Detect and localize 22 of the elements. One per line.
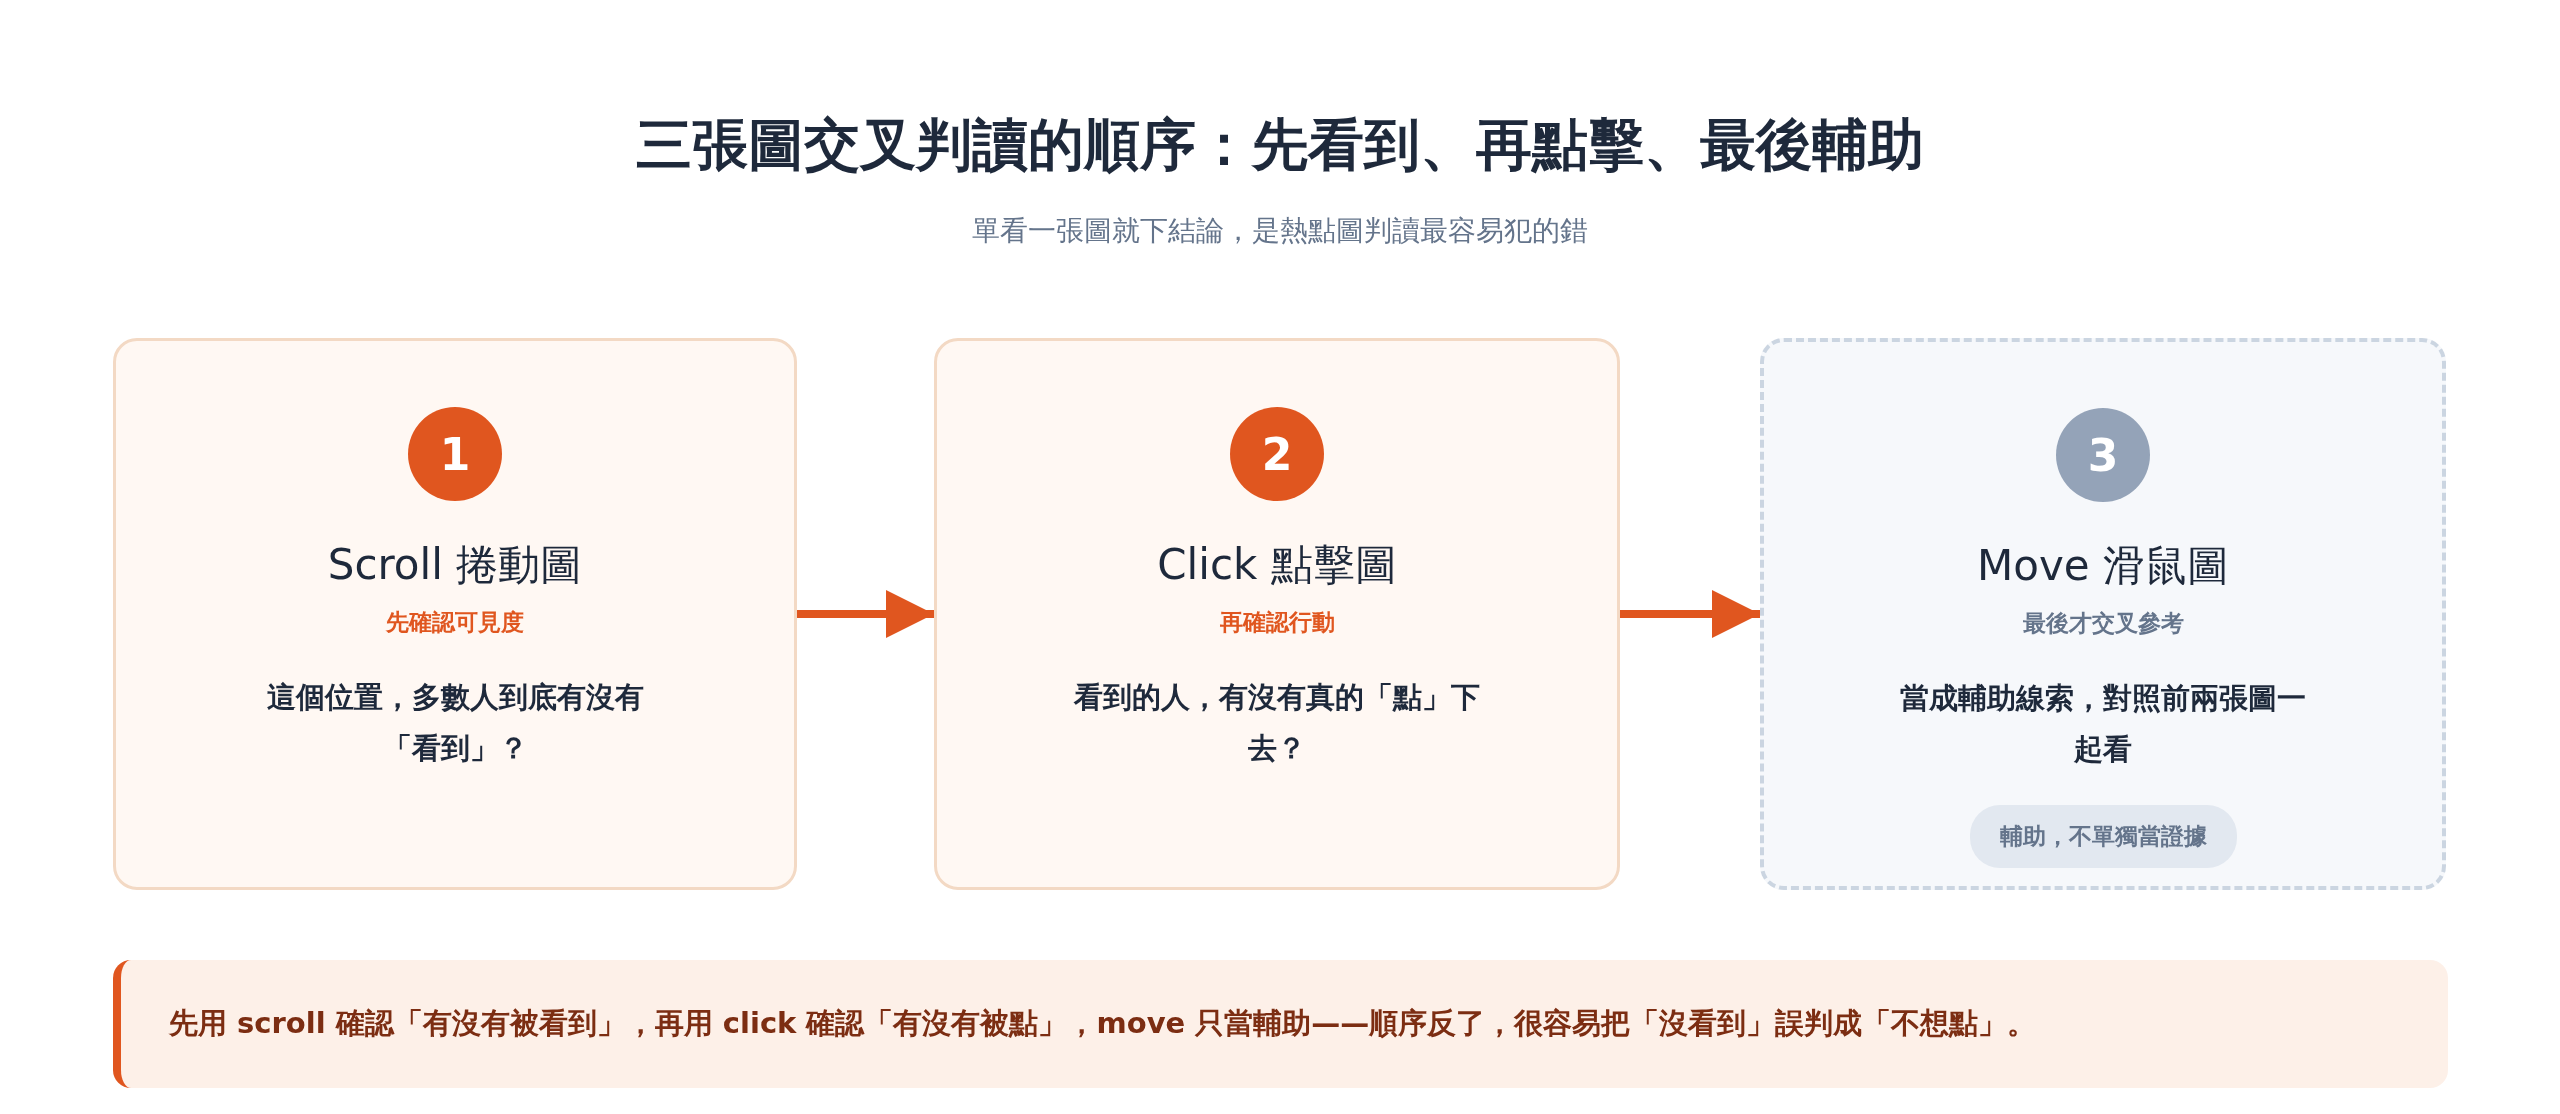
card-heading: Scroll 捲動圖: [327, 539, 583, 591]
card-subtitle: 再確認行動: [1219, 608, 1335, 637]
arrow: [1620, 590, 1760, 638]
card-description: 看到的人，有沒有真的「點」下去？: [1072, 679, 1481, 767]
step-card: [934, 338, 1620, 890]
card-heading: Move 滑鼠圖: [1977, 540, 2229, 592]
note-panel: [113, 960, 2448, 1088]
step-number: 2: [1230, 407, 1324, 501]
step-card: [1760, 338, 2446, 890]
tag-pill: 輔助，不單獨當證據: [1969, 804, 2237, 868]
card-heading: Click 點擊圖: [1157, 539, 1397, 591]
subtitle: 單看一張圖就下結論，是熱點圖判讀最容易犯的錯: [971, 213, 1589, 249]
arrow: [797, 590, 934, 638]
step-number: 1: [408, 407, 502, 501]
step-number: 3: [2056, 408, 2150, 502]
title: 三張圖交叉判讀的順序：先看到、再點擊、最後輔助: [635, 111, 1925, 179]
card-description: 當成輔助線索，對照前兩張圖一起看: [1899, 680, 2307, 768]
card-subtitle: 先確認可見度: [386, 608, 524, 637]
step-card: [113, 338, 797, 890]
note-text: 先用 scroll 確認「有沒有被看到」，再用 click 確認「有沒有被點」，move 只當輔助——順序反了，很容易把「沒看到」誤判成「不想點」。: [169, 1005, 2037, 1042]
card-description: 這個位置，多數人到底有沒有「看到」？: [265, 679, 645, 767]
card-subtitle: 最後才交叉參考: [2022, 609, 2184, 638]
